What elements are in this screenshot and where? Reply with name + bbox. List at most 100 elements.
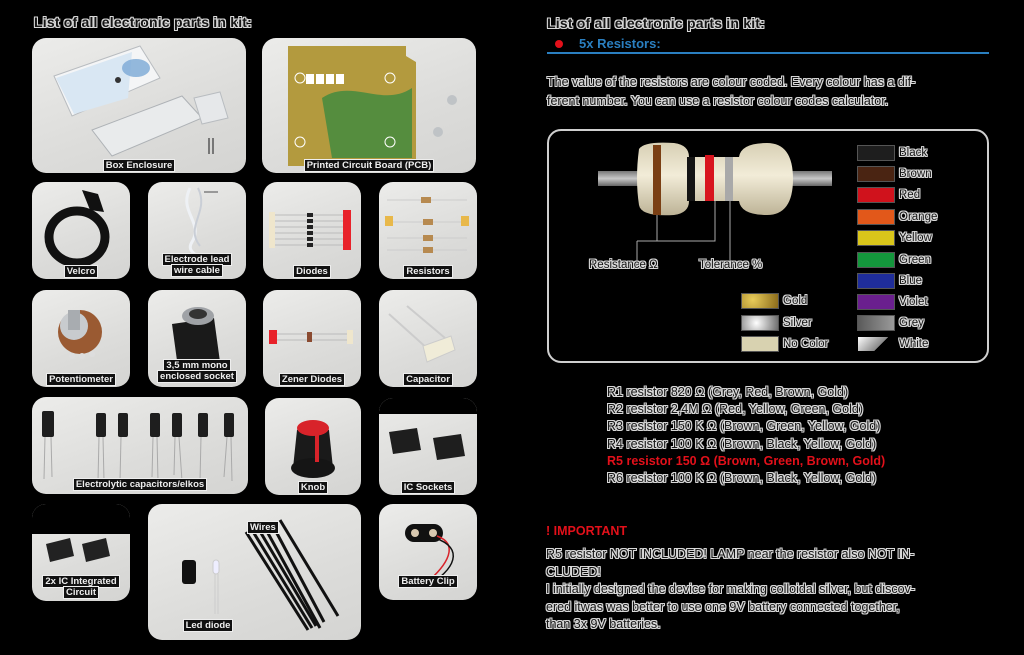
part-caption: Resistors [404, 266, 452, 277]
part-card-potentiometer: Potentiometer [32, 290, 130, 387]
tolerance-no-color: No Color [741, 336, 828, 352]
part-caption: Capacitor [404, 374, 452, 385]
intro-line-1: The value of the resistors are colour co… [547, 75, 916, 89]
pcb-image [288, 46, 457, 166]
important-line-2: CLUDED! [546, 564, 601, 579]
swatch-silver [741, 315, 779, 331]
resistor-item-r3: R3 resistor 150 K Ω (Brown, Green, Yello… [607, 419, 881, 434]
part-caption: Zener Diodes [279, 374, 345, 385]
part-card-resistors: Resistors [379, 182, 477, 279]
wires-led-image [182, 519, 340, 631]
integrated-circuit-image [32, 504, 130, 562]
swatch-green [857, 252, 895, 268]
part-caption-wires: Wires [248, 522, 278, 533]
part-caption: Knob [298, 482, 328, 493]
color-grey: Grey [857, 315, 924, 331]
resistor-item-r1: R1 resistor 820 Ω (Grey, Red, Brown, Gol… [607, 385, 849, 399]
important-title: ! IMPORTANT [546, 524, 628, 538]
part-card-elkos: Electrolytic capacitors/elkos [32, 397, 248, 494]
part-caption-line2: enclosed socket [158, 371, 236, 382]
part-caption: Printed Circuit Board (PCB) [304, 160, 434, 171]
resistor-illustration [598, 142, 832, 261]
color-red: Red [857, 187, 920, 203]
part-caption-line1: 3,5 mm mono [164, 360, 230, 371]
part-card-box: Box Enclosure [32, 38, 246, 173]
swatch-grey [857, 315, 895, 331]
left-page-title: List of all electronic parts in kit: [34, 14, 253, 30]
part-caption: IC Sockets [401, 482, 455, 493]
color-blue: Blue [857, 273, 922, 289]
swatch-no-color [741, 336, 779, 352]
part-card-capacitor: Capacitor [379, 290, 477, 387]
resistor-item-r4: R4 resistor 100 K Ω (Brown, Black, Yello… [607, 436, 877, 451]
part-card-velcro: Velcro [32, 182, 130, 279]
resistance-label: Resistance Ω [589, 259, 658, 271]
part-caption: Potentiometer [47, 374, 115, 385]
important-line-4: ered itwas was better to use one 9V batt… [546, 599, 900, 614]
swatch-gold [741, 293, 779, 309]
important-line-1: R5 resistor NOT INCLUDED! LAMP near the … [546, 547, 915, 561]
color-orange: Orange [857, 209, 937, 225]
velcro-image [44, 190, 110, 268]
part-caption: Battery Clip [399, 576, 457, 587]
tolerance-silver: Silver [741, 315, 812, 331]
part-card-battery-clip: Battery Clip [379, 504, 477, 600]
capacitor-image [388, 305, 456, 363]
enclosure-box-image [53, 45, 229, 157]
swatch-brown [857, 166, 895, 182]
bullet-icon [555, 39, 563, 48]
part-card-zener: Zener Diodes [263, 290, 361, 387]
knob-image [291, 420, 335, 478]
diodes-image [269, 210, 351, 250]
part-caption: Diodes [294, 266, 330, 277]
resistor-list: R1 resistor 820 Ω (Grey, Red, Brown, Gol… [607, 384, 885, 487]
tolerance-label: Tolerance % [699, 259, 763, 271]
color-brown: Brown [857, 166, 932, 182]
resistor-item-r5: R5 resistor 150 Ω (Brown, Green, Brown, … [607, 453, 886, 468]
audio-socket-image [172, 307, 220, 368]
swatch-white [857, 336, 895, 352]
swatch-black [857, 145, 895, 161]
important-line-3: I initially designed the device for maki… [546, 582, 915, 596]
important-line-5: than 3x 9V batteries. [546, 617, 661, 631]
swatch-orange [857, 209, 895, 225]
section-heading: 5x Resistors: [555, 36, 661, 51]
color-white: White [857, 336, 928, 352]
part-card-wires-led: Wires Led diode [148, 504, 361, 640]
part-caption-led: Led diode [183, 620, 233, 631]
part-caption: Electrolytic capacitors/elkos [73, 479, 207, 490]
resistor-item-r6: R6 resistor 100 K Ω (Brown, Black, Yello… [607, 471, 877, 486]
zener-diodes-image [269, 330, 353, 344]
swatch-violet [857, 294, 895, 310]
part-caption-line1: Electrode lead [162, 254, 232, 265]
swatch-yellow [857, 230, 895, 246]
tolerance-gold: Gold [741, 293, 807, 309]
electrolytic-capacitors-image [42, 411, 234, 482]
color-yellow: Yellow [857, 230, 932, 246]
resistor-item-r2: R2 resistor 2,4M Ω (Red, Yellow, Green, … [607, 402, 863, 417]
right-page-title: List of all electronic parts in kit: [547, 15, 766, 31]
ic-sockets-image [379, 398, 477, 460]
resistors-image [385, 197, 469, 253]
part-card-pcb: Printed Circuit Board (PCB) [262, 38, 476, 173]
intro-paragraph: The value of the resistors are colour co… [547, 73, 992, 111]
part-caption-line1: 2x IC Integrated [43, 576, 119, 587]
part-card-knob: Knob [265, 398, 361, 495]
part-card-diodes: Diodes [263, 182, 361, 279]
important-paragraph: R5 resistor NOT INCLUDED! LAMP near the … [546, 546, 991, 634]
part-card-ic-sockets: IC Sockets [379, 398, 477, 495]
section-divider [547, 52, 989, 54]
section-label: 5x Resistors: [579, 36, 661, 51]
resistor-color-diagram: Resistance Ω Tolerance % Black Brown Red… [547, 129, 989, 363]
color-black: Black [857, 145, 927, 161]
part-caption: Box Enclosure [103, 160, 175, 171]
color-violet: Violet [857, 294, 928, 310]
swatch-red [857, 187, 895, 203]
color-green: Green [857, 252, 931, 268]
part-caption: Velcro [64, 266, 98, 277]
intro-line-2: ferent number. You can use a resistor co… [547, 94, 889, 108]
part-caption-line2: wire cable [172, 265, 222, 276]
